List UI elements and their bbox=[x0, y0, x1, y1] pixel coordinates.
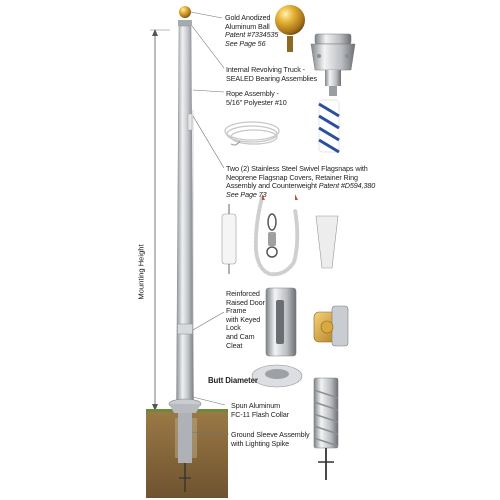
butt-diameter-label: Butt Diameter bbox=[208, 376, 258, 385]
leader-lines bbox=[190, 11, 230, 435]
gold-ball-product bbox=[275, 5, 305, 52]
counterweight-product bbox=[221, 204, 237, 274]
flagsnaps-see-page: See Page 73 bbox=[226, 189, 267, 199]
pole-top-gold-ball bbox=[179, 6, 191, 18]
mounting-height-label: Mounting Height bbox=[136, 244, 146, 300]
cam-cleat-product bbox=[313, 305, 349, 347]
ground-sleeve-label: Ground Sleeve Assembly with Lighting Spi… bbox=[231, 430, 310, 448]
door-frame-product bbox=[265, 287, 297, 357]
door-frame-band bbox=[177, 323, 193, 335]
flagpole bbox=[176, 20, 194, 401]
flagsnaps-label: Two (2) Stainless Steel Swivel Flagsnaps… bbox=[226, 164, 376, 199]
revolving-truck-product bbox=[310, 33, 356, 96]
flagsnaps-product bbox=[253, 194, 300, 277]
rope-assembly-label: Rope Assembly - 5/16" Polyester #10 bbox=[226, 89, 287, 107]
gold-ball-label: Gold Anodized Aluminum Ball Patent #7334… bbox=[225, 13, 279, 48]
revolving-truck-label: Internal Revolving Truck - SEALED Bearin… bbox=[226, 65, 317, 83]
flash-collar-label: Spun Aluminum FC-11 Flash Collar bbox=[231, 401, 289, 419]
flash-collar-product bbox=[251, 364, 303, 388]
pole-flash-collar bbox=[168, 398, 202, 492]
retainer-clip-product bbox=[315, 215, 339, 269]
door-frame-label: Reinforced Raised Door Frame with Keyed … bbox=[226, 289, 265, 350]
ground-sleeve-product bbox=[313, 377, 339, 480]
mounting-height-dimension bbox=[150, 29, 170, 411]
rope-coil-product bbox=[224, 121, 280, 146]
rope-closeup-product bbox=[318, 99, 340, 154]
flagsnaps-patent: Patent #D594,380 bbox=[318, 181, 376, 191]
